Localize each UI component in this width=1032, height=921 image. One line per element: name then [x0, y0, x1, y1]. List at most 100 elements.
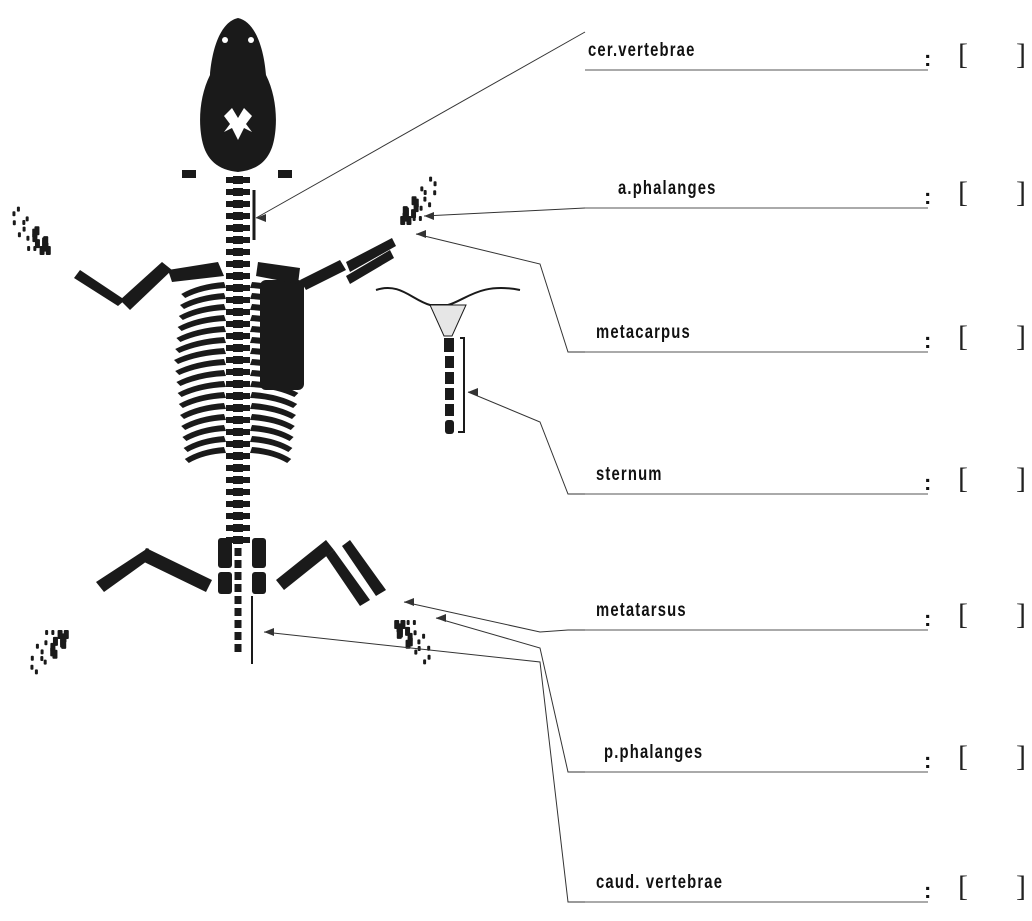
vertebra-process [226, 393, 234, 399]
phalanx-bone [35, 669, 38, 674]
phalanx-bone [397, 630, 402, 639]
vertebra-process [242, 309, 250, 315]
phalanx-bone [417, 639, 420, 644]
arrowhead [436, 614, 446, 622]
vertebra [233, 500, 243, 508]
phalanx-bone [45, 630, 48, 635]
phalanx-bone [422, 634, 425, 639]
answer-box-close[interactable]: ] [1016, 740, 1026, 774]
vertebra [233, 356, 243, 364]
answer-box-open[interactable]: [ [958, 462, 968, 496]
phalanx-bone [428, 202, 431, 207]
vertebra-process [226, 357, 234, 363]
vertebra-process [242, 333, 250, 339]
vertebra-process [226, 321, 234, 327]
vertebra [233, 440, 243, 448]
vertebra-process [242, 429, 250, 435]
phalanx-bone [424, 190, 427, 195]
vertebra-process [242, 201, 250, 207]
vertebra-process [226, 309, 234, 315]
phalanx-bone [52, 650, 57, 659]
phalanx-bone [27, 246, 30, 251]
vertebra [235, 644, 242, 652]
vertebra-process [242, 525, 250, 531]
phalanx-bone [61, 640, 66, 649]
phalanx-bone [428, 655, 431, 660]
phalanx-bone [420, 206, 423, 211]
vertebra [233, 464, 243, 472]
vertebra [233, 320, 243, 328]
answer-box-close[interactable]: ] [1016, 870, 1026, 904]
phalanx-bone [433, 190, 436, 195]
answer-box-close[interactable]: ] [1016, 598, 1026, 632]
answer-box-open[interactable]: [ [958, 598, 968, 632]
vertebra-process [226, 201, 234, 207]
arrowhead [468, 388, 478, 396]
answer-box-open[interactable]: [ [958, 38, 968, 72]
vertebra [235, 608, 242, 616]
arrowhead [416, 230, 426, 238]
vertebra [233, 224, 243, 232]
phalanx-bone [403, 206, 408, 215]
answer-box-open[interactable]: [ [958, 740, 968, 774]
answer-box-close[interactable]: ] [1016, 38, 1026, 72]
vertebra-process [226, 453, 234, 459]
phalanx-bone [434, 181, 437, 186]
arrowhead [424, 212, 434, 220]
sternum-inset [376, 288, 520, 434]
vertebra [233, 176, 243, 184]
separator-colon: : [924, 878, 931, 904]
vertebra-process [226, 489, 234, 495]
vertebra [235, 584, 242, 592]
phalanx-bone [43, 236, 48, 245]
vertebra-process [242, 417, 250, 423]
phalanx-bone [26, 216, 29, 221]
vertebra [233, 272, 243, 280]
skull [200, 18, 276, 172]
phalanx-bone [23, 227, 26, 232]
vertebra [233, 380, 243, 388]
vertebra-process [226, 381, 234, 387]
vertebra [235, 632, 242, 640]
part-label: sternum [596, 464, 663, 486]
separator-colon: : [924, 606, 931, 632]
phalanx-bone [34, 226, 39, 235]
phalanx-bone [414, 630, 417, 635]
vertebra-process [226, 189, 234, 195]
separator-colon: : [924, 46, 931, 72]
answer-box-open[interactable]: [ [958, 320, 968, 354]
vertebra-process [242, 249, 250, 255]
vertebra-process [242, 477, 250, 483]
vertebra [233, 428, 243, 436]
vertebra [233, 452, 243, 460]
vertebra-process [226, 477, 234, 483]
vertebra-process [242, 453, 250, 459]
vertebra-process [242, 369, 250, 375]
vertebra-process [242, 405, 250, 411]
separator-colon: : [924, 470, 931, 496]
vertebra-process [226, 501, 234, 507]
vertebra [233, 332, 243, 340]
phalanx-bone [31, 656, 34, 661]
vertebra-process [226, 345, 234, 351]
answer-box-close[interactable]: ] [1016, 320, 1026, 354]
phalanx-bone [413, 620, 416, 625]
vertebra [233, 512, 243, 520]
vertebra-process [242, 513, 250, 519]
phalanx-bone [17, 207, 20, 212]
vertebra-process [242, 213, 250, 219]
leader-line [264, 632, 585, 902]
phalanx-bone [18, 232, 21, 237]
vertebra-process [226, 465, 234, 471]
vertebra [233, 536, 243, 544]
answer-box-close[interactable]: ] [1016, 462, 1026, 496]
leader-lines [256, 32, 585, 902]
phalanx-bone [414, 650, 417, 655]
answer-box-open[interactable]: [ [958, 176, 968, 210]
phalanx-bone [13, 220, 16, 225]
answer-box-close[interactable]: ] [1016, 176, 1026, 210]
answer-box-open[interactable]: [ [958, 870, 968, 904]
vertebra [233, 476, 243, 484]
vertebra [233, 524, 243, 532]
